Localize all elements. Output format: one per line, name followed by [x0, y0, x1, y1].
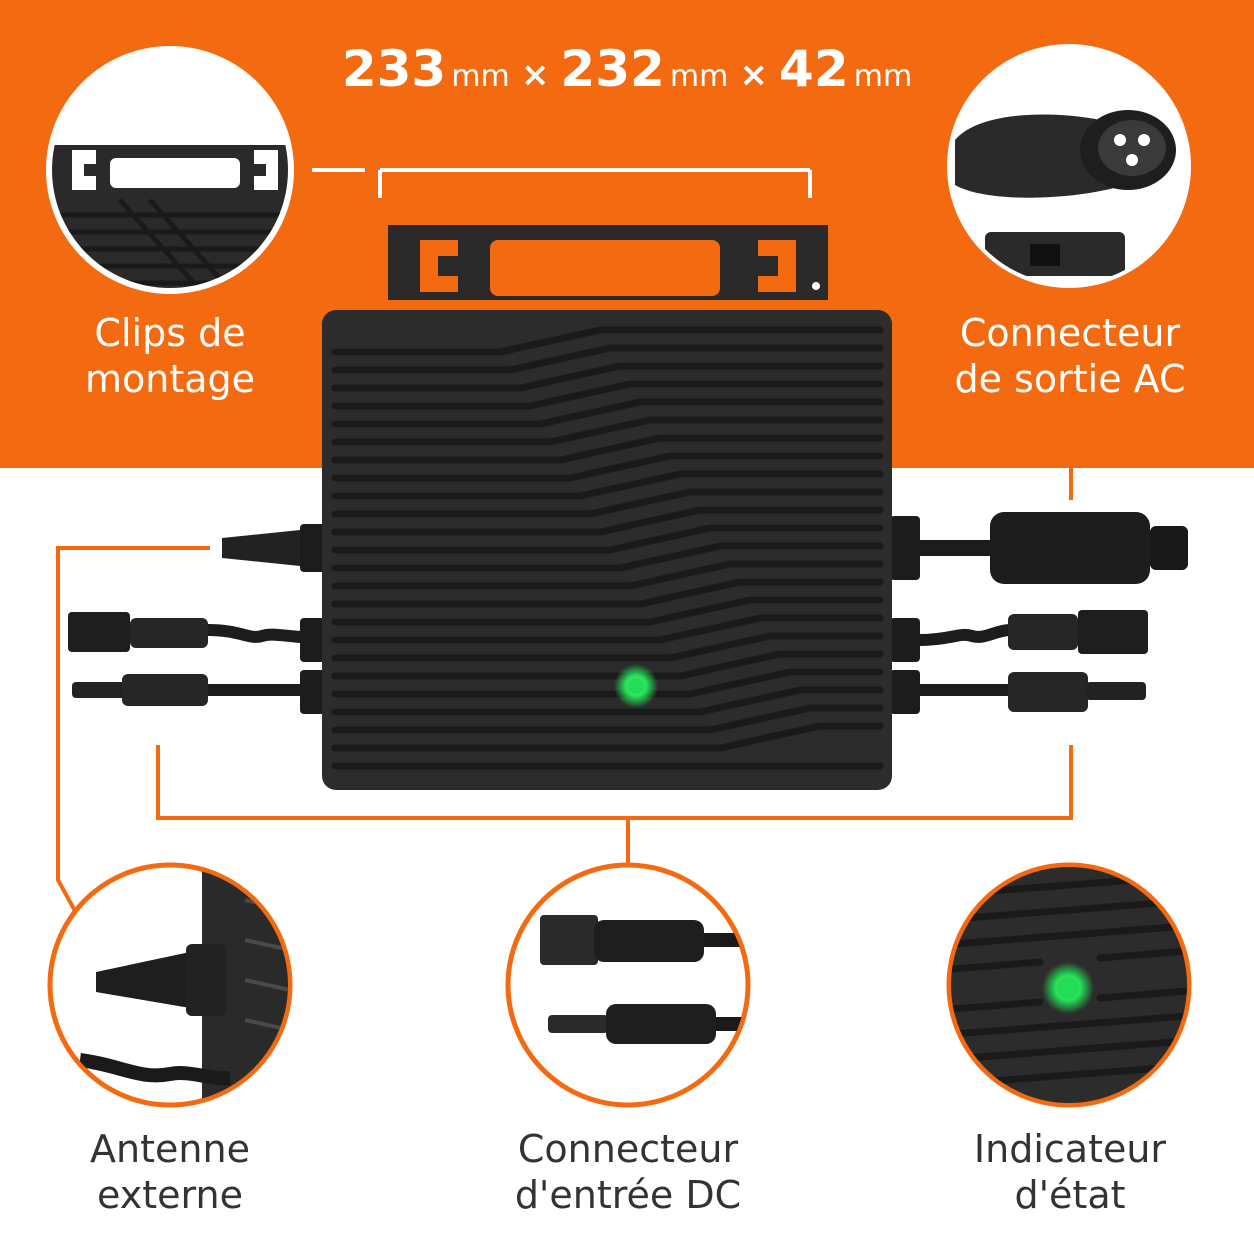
callout-lines: [56, 408, 1073, 921]
label-mounting-clips: Clips de montage: [84, 311, 256, 401]
detail-antenna: [47, 862, 293, 1108]
detail-mounting-clips: [46, 46, 294, 294]
width-unit: mm: [451, 59, 510, 94]
inverter-device: [68, 225, 1188, 790]
detail-ac-output: [947, 44, 1191, 288]
height-value: 42: [779, 40, 849, 98]
heatsink-fins: [331, 326, 884, 770]
times-sign-1: ×: [520, 55, 550, 95]
height-unit: mm: [853, 59, 913, 94]
depth-unit: mm: [669, 59, 729, 94]
dimension-bracket: [312, 168, 812, 198]
width-value: 233: [341, 40, 447, 98]
dimensions-title: 233 mm × 232 mm × 42 mm: [0, 40, 1254, 98]
detail-status: [946, 862, 1192, 1108]
status-detail-icon: [951, 867, 1187, 1103]
times-sign-2: ×: [739, 55, 768, 95]
right-cables: [890, 512, 1188, 714]
label-antenna: Antenne externe: [90, 1127, 250, 1217]
left-cables: [68, 524, 326, 714]
ac-connector-icon: [955, 110, 1176, 276]
depth-value: 232: [560, 40, 665, 98]
label-status: Indicateur d'état: [973, 1127, 1167, 1217]
detail-dc-input: [505, 862, 751, 1108]
dc-connector-icon: [540, 915, 746, 1044]
status-led-icon: [614, 664, 658, 708]
label-ac-output: Connecteur de sortie AC: [954, 311, 1186, 401]
label-dc-input: Connecteur d'entrée DC: [514, 1127, 742, 1217]
